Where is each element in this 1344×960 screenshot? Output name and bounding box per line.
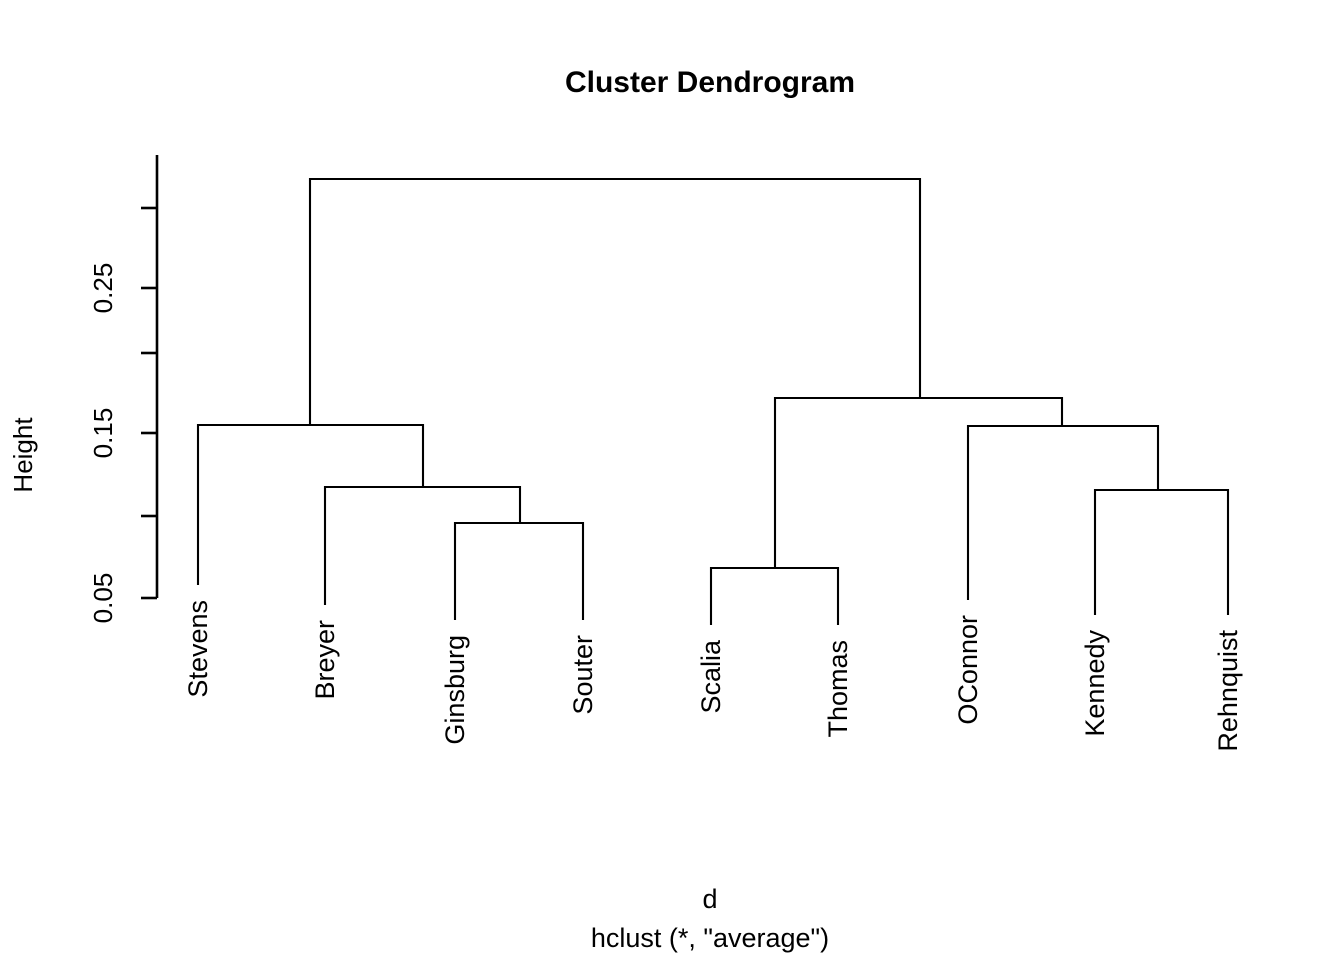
- leaf-label-rehnquist: Rehnquist: [1213, 630, 1243, 752]
- leaf-label-thomas: Thomas: [823, 640, 853, 738]
- dendrogram-branches: [196, 177, 1230, 625]
- y-axis-label: Height: [8, 417, 38, 493]
- branch-scalia-thomas-merge: [709, 566, 840, 625]
- plot-title: Cluster Dendrogram: [565, 66, 855, 99]
- y-tick-label-0.15: 0.15: [88, 408, 118, 459]
- y-axis: 0.25 0.15 0.05 Height: [8, 155, 159, 624]
- x-axis-sub-label: hclust (*, "average"): [591, 923, 829, 953]
- branch-root: [308, 177, 922, 425]
- leaf-label-stevens: Stevens: [183, 600, 213, 698]
- branch-kennedy-rehnquist-merge: [1093, 488, 1230, 615]
- leaf-label-breyer: Breyer: [310, 620, 340, 700]
- leaf-labels: Stevens Breyer Ginsburg Souter Scalia Th…: [183, 600, 1243, 752]
- leaf-label-kennedy: Kennedy: [1080, 630, 1110, 737]
- x-axis-caption: d hclust (*, "average"): [591, 884, 829, 953]
- x-axis-label: d: [702, 884, 717, 914]
- branch-stevens-merge: [196, 423, 425, 585]
- leaf-label-scalia: Scalia: [696, 639, 726, 714]
- leaf-label-ginsburg: Ginsburg: [440, 635, 470, 745]
- y-tick-label-0.05: 0.05: [88, 573, 118, 624]
- branch-breyer-merge: [323, 485, 522, 605]
- branch-oconnor-merge: [966, 424, 1160, 600]
- branch-right-top-merge: [773, 396, 1064, 568]
- leaf-label-oconnor: OConnor: [953, 615, 983, 725]
- branch-ginsburg-souter-merge: [453, 521, 585, 620]
- y-tick-label-0.25: 0.25: [88, 263, 118, 314]
- leaf-label-souter: Souter: [568, 635, 598, 715]
